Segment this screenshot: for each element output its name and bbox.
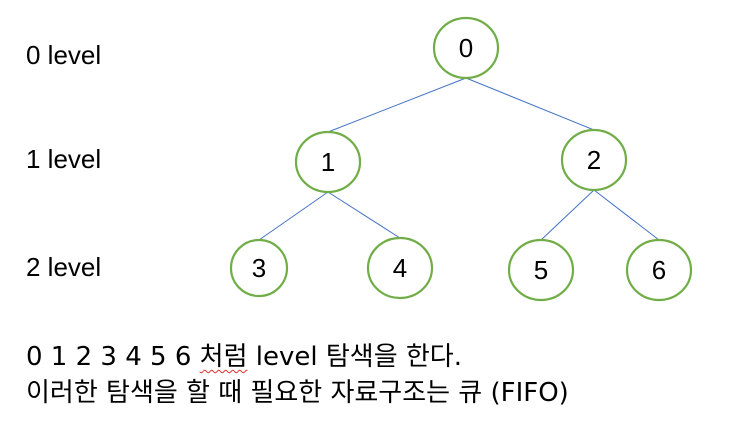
edge-n0-n2 xyxy=(465,77,595,131)
caption-line-1: 0 1 2 3 4 5 6 처럼 level 탐색을 한다. xyxy=(26,340,462,374)
level-label-1: 1 level xyxy=(26,144,102,174)
caption-flagged-word: 처럼 xyxy=(199,342,248,372)
node-label: 5 xyxy=(534,255,548,285)
edge-n2-n5 xyxy=(540,189,595,241)
tree-node-5: 5 xyxy=(507,238,575,302)
node-circle xyxy=(294,130,362,194)
node-circle xyxy=(560,128,628,192)
level-label-0: 0 level xyxy=(26,40,102,70)
node-label: 4 xyxy=(393,253,407,283)
node-label: 6 xyxy=(652,255,666,285)
node-label: 1 xyxy=(321,147,335,177)
node-circle xyxy=(507,238,575,302)
edge-n2-n6 xyxy=(593,189,660,241)
tree-edges xyxy=(258,77,660,241)
edge-n0-n1 xyxy=(327,77,467,133)
edge-n1-n4 xyxy=(327,191,401,239)
level-label-2: 2 level xyxy=(26,252,102,282)
node-circle xyxy=(432,16,500,80)
tree-node-3: 3 xyxy=(229,238,289,298)
tree-node-4: 4 xyxy=(366,236,434,300)
caption-line-1-suffix: level 탐색을 한다. xyxy=(247,342,462,372)
node-label: 0 xyxy=(459,33,473,63)
node-circle xyxy=(625,238,693,302)
tree-node-1: 1 xyxy=(294,130,362,194)
node-label: 3 xyxy=(252,253,266,283)
tree-nodes: 0 1 2 3 4 5 6 xyxy=(229,16,693,302)
tree-node-6: 6 xyxy=(625,238,693,302)
tree-node-2: 2 xyxy=(560,128,628,192)
tree-node-0: 0 xyxy=(432,16,500,80)
caption-line-2: 이러한 탐색을 할 때 필요한 자료구조는 큐 (FIFO) xyxy=(26,378,569,408)
node-label: 2 xyxy=(587,145,601,175)
node-circle xyxy=(229,238,289,298)
caption-sequence: 0 1 2 3 4 5 6 xyxy=(26,342,200,372)
node-circle xyxy=(366,236,434,300)
edge-n1-n3 xyxy=(258,191,329,241)
